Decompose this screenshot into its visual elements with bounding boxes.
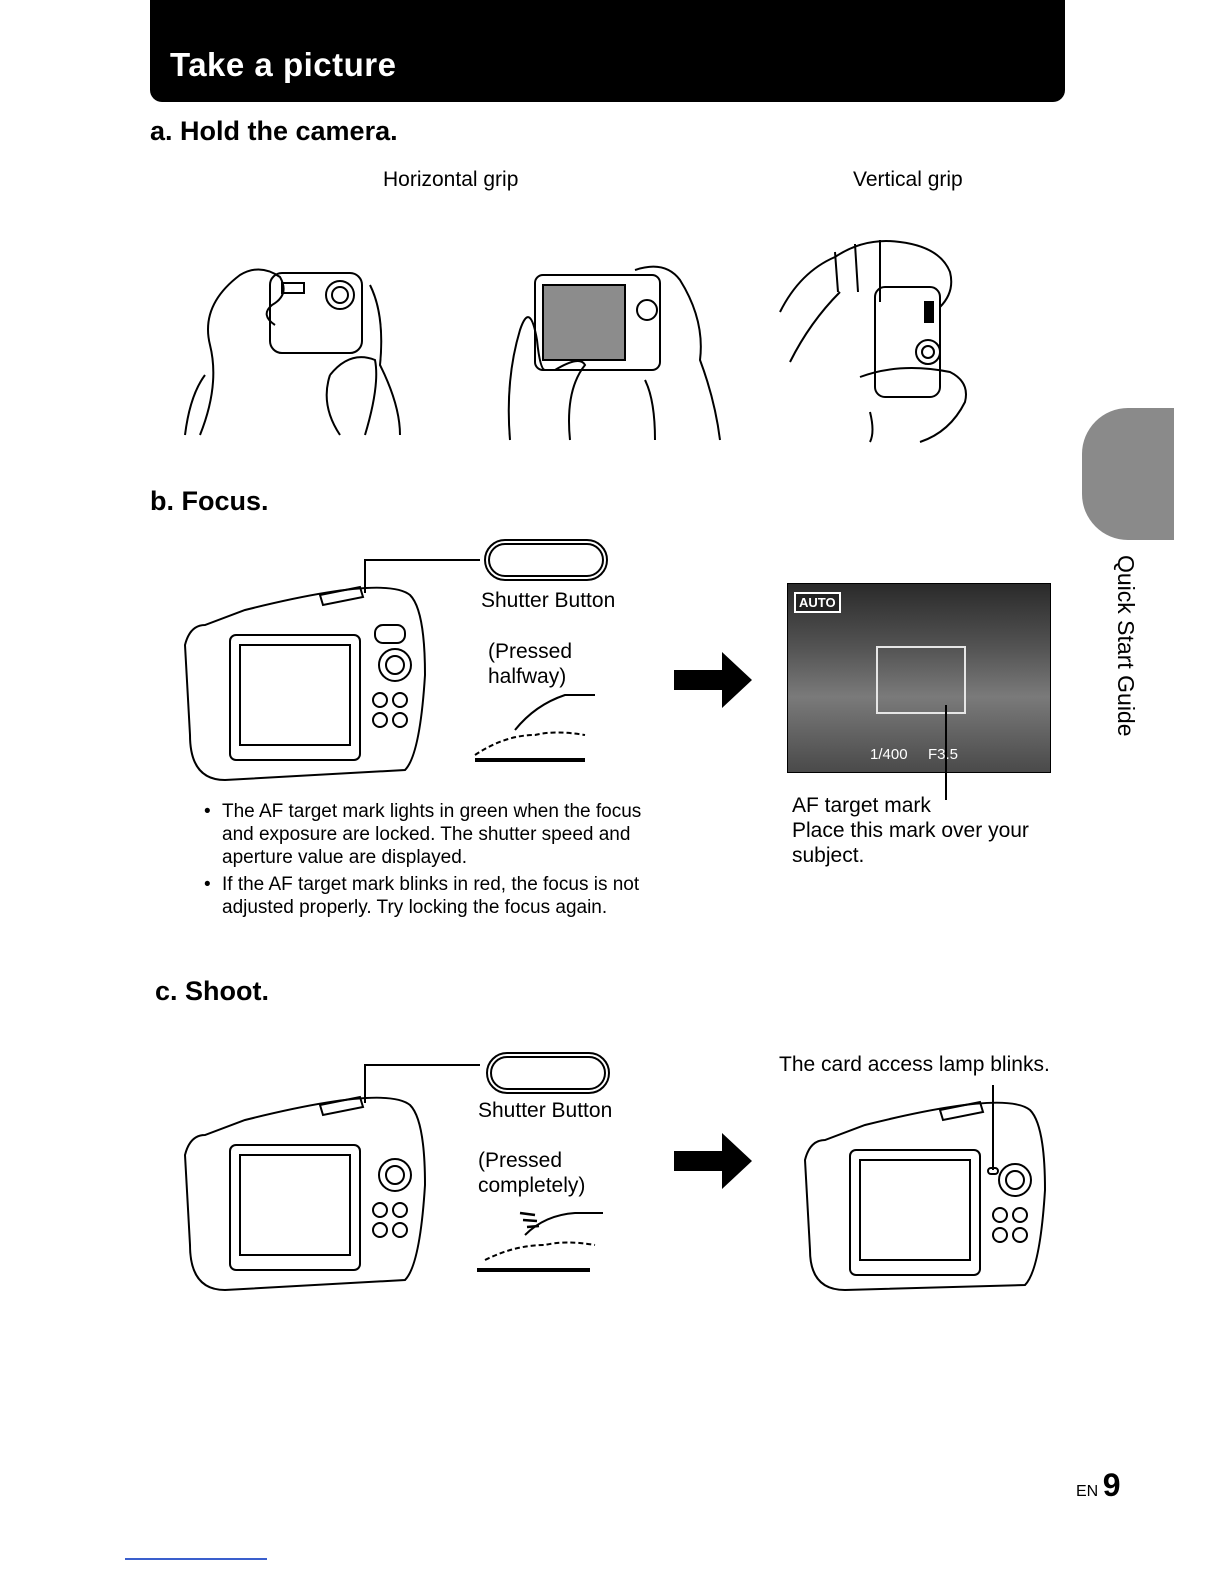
list-item: The AF target mark lights in green when …	[200, 800, 650, 869]
shutter-button-label-focus: Shutter Button	[481, 589, 616, 612]
section-heading-shoot: c. Shoot.	[155, 976, 269, 1006]
press-note-halfway: (Pressed halfway)	[488, 640, 573, 688]
section-heading-hold: a. Hold the camera.	[150, 116, 398, 146]
side-tab-label: Quick Start Guide	[1113, 555, 1139, 737]
footer-divider	[125, 1558, 267, 1560]
language-code: EN	[1076, 1483, 1099, 1500]
aperture-readout: F3.5	[928, 746, 959, 763]
camera-back-illustration-lamp	[803, 1085, 1047, 1292]
camera-back-illustration-shoot	[183, 1052, 610, 1292]
focus-notes-list: The AF target mark lights in green when …	[200, 800, 650, 923]
shutter-button-label-shoot: Shutter Button	[478, 1099, 613, 1122]
vertical-grip-label: Vertical grip	[853, 168, 963, 191]
vertical-grip-illustration	[779, 240, 967, 443]
page-title: Take a picture	[170, 46, 397, 83]
horizontal-grip-front-illustration	[184, 268, 401, 436]
camera-back-illustration-focus	[183, 539, 608, 782]
horizontal-grip-back-illustration	[507, 265, 721, 441]
af-pointer-line	[945, 705, 947, 800]
af-target-mark	[876, 646, 966, 714]
list-item: If the AF target mark blinks in red, the…	[200, 873, 650, 919]
section-tab-marker	[1082, 408, 1174, 540]
press-note-completely: (Pressed completely)	[478, 1149, 586, 1197]
horizontal-grip-label: Horizontal grip	[383, 168, 519, 191]
arrow-right-icon	[674, 1133, 752, 1189]
arrow-right-icon	[674, 652, 752, 708]
card-lamp-caption: The card access lamp blinks.	[779, 1053, 1050, 1076]
page-number-value: 9	[1102, 1467, 1121, 1503]
header-bar	[150, 0, 1065, 102]
page-number: EN 9	[1076, 1467, 1120, 1504]
shutter-speed-readout: 1/400	[870, 746, 908, 763]
lcd-screen-preview: AUTO 1/400 F3.5	[787, 583, 1051, 773]
af-target-caption: AF target mark Place this mark over your…	[792, 794, 1029, 867]
mode-badge: AUTO	[794, 592, 841, 613]
section-heading-focus: b. Focus.	[150, 486, 269, 516]
